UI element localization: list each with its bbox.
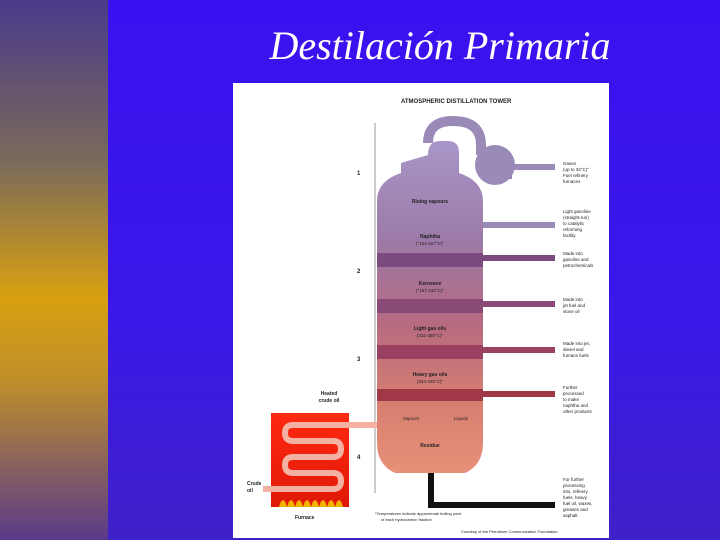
- step-markers: 1 2 3 4: [357, 171, 361, 461]
- output-kerosene-line-3: stove oil: [563, 309, 580, 314]
- output-residue-line-4: fuels, heavy: [563, 495, 588, 500]
- heavy-gas-oils-label: Heavy gas oils: [413, 372, 448, 378]
- background-left-band: [0, 0, 108, 540]
- heated-crude-label-2: crude oil: [319, 398, 340, 404]
- heavy-gas-oils-temp: (343-425°C)": [417, 379, 444, 384]
- gas-outlet-pipe: [506, 164, 555, 179]
- distillation-tower-figure: ATMOSPHERIC DISTILLATION TOWER 1 2 3 4: [233, 83, 609, 538]
- output-heavy-gas-oils-line-2: processed: [563, 391, 584, 396]
- vapours-label: Vapours: [403, 416, 420, 421]
- naphtha-temp: ("104-157°C)": [416, 241, 444, 246]
- flames: [279, 500, 343, 507]
- step-marker-4: 4: [357, 455, 361, 461]
- output-heavy-gas-oils-line-1: Further: [563, 385, 578, 390]
- output-light-gasoline-line-3: to catalytic: [563, 221, 585, 226]
- credit: Courtesy of the Petroleum Communication …: [461, 529, 558, 534]
- furnace-coil: [263, 422, 355, 492]
- output-gases-line-4: furnaces: [563, 179, 581, 184]
- output-light-gas-oils-line-2: diesel and: [563, 347, 584, 352]
- light-gas-oils-label: Light gas oils: [414, 326, 446, 332]
- condenser-drum: [475, 145, 515, 185]
- slide-title: Destilación Primaria: [269, 23, 611, 68]
- furnace-label: Furnace: [295, 515, 315, 521]
- gas-pipe: [423, 115, 486, 155]
- naphtha-label: Naphtha: [420, 234, 440, 240]
- output-kerosene-line-2: jet fuel and: [562, 303, 586, 308]
- output-residue-line-6: greases and: [563, 507, 588, 512]
- step-marker-2: 2: [357, 269, 361, 275]
- output-naphtha-line-1: Made into: [563, 251, 583, 256]
- output-heavy-gas-oils-line-5: other products: [563, 409, 593, 414]
- output-light-gasoline-line-4: reforming: [563, 227, 583, 232]
- output-naphtha-line-3: petrochemicals: [563, 263, 594, 268]
- output-light-gas-oils-line-1: Made into jet,: [563, 341, 590, 346]
- output-gases-line-3: Fuel refinery: [563, 173, 589, 178]
- output-light-gas-oils-line-3: furnace fuels: [563, 353, 590, 358]
- residue-label: Residue: [420, 443, 440, 449]
- heated-crude-label-1: Heated: [321, 391, 338, 397]
- light-gas-oils-temp: (232-350°C)": [417, 333, 444, 338]
- rising-vapours-label: Rising vapours: [412, 199, 448, 205]
- diagram-title: ATMOSPHERIC DISTILLATION TOWER: [401, 99, 512, 105]
- output-residue-line-5: fuel oil, waxes,: [563, 501, 593, 506]
- kerosene-label: Kerosene: [419, 281, 442, 287]
- output-residue-line-2: processing: [563, 483, 585, 488]
- output-residue-line-3: into, refinery: [563, 489, 589, 494]
- output-descriptions: Gases (up to 33°C)" Fuel refinery furnac…: [562, 161, 594, 518]
- output-gases-line-2: (up to 33°C)": [563, 167, 589, 172]
- light-gasoline-pipe: [470, 185, 555, 228]
- output-residue-line-7: asphalt: [563, 513, 578, 518]
- tower-trays: [377, 253, 483, 401]
- kerosene-temp: ("157-232°C)": [416, 288, 444, 293]
- step-marker-1: 1: [357, 171, 361, 177]
- output-light-gasoline-line-2: (straight-run): [563, 215, 589, 220]
- output-gases-line-1: Gases: [563, 161, 577, 166]
- output-heavy-gas-oils-line-4: naphtha and: [563, 403, 589, 408]
- footnote-line-1: *Temperatures indicate approximate boili…: [375, 511, 462, 516]
- output-naphtha-line-2: gasoline and: [563, 257, 589, 262]
- crude-oil-label-2: oil: [247, 488, 253, 494]
- crude-oil-label-1: Crude: [247, 481, 262, 487]
- output-heavy-gas-oils-line-3: to make: [563, 397, 580, 402]
- liquids-label: Liquids: [454, 416, 469, 421]
- step-marker-3: 3: [357, 357, 361, 363]
- output-light-gasoline-line-5: facility: [563, 233, 576, 238]
- output-residue-line-1: For further: [563, 477, 585, 482]
- output-kerosene-line-1: Made into: [563, 297, 583, 302]
- output-light-gasoline-line-1: Light gasoline: [563, 209, 591, 214]
- footnote-line-2: of each hydrocarbon fraction: [381, 517, 432, 522]
- output-pipes: [428, 255, 555, 508]
